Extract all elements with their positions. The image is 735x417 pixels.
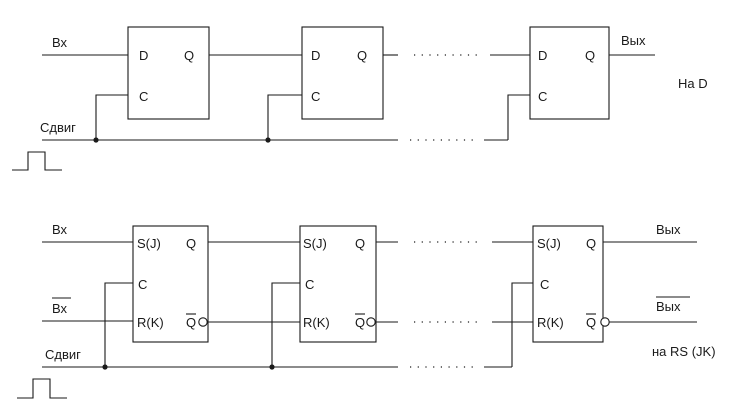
pin-s: S(J)	[137, 236, 161, 251]
clock-pulse-icon	[12, 151, 62, 171]
pin-s: S(J)	[303, 236, 327, 251]
caption: на RS (JK)	[652, 344, 716, 359]
input-inv-label: Вх	[52, 301, 68, 316]
rs-shift-register: Вх Вх S(J) C R(K) Q Q S(J) C R(K) Q Q	[17, 222, 716, 399]
pin-q-inv: Q	[355, 315, 365, 330]
pin-c: C	[538, 89, 547, 104]
pin-c: C	[138, 277, 147, 292]
inverter-bubble	[198, 317, 208, 327]
pin-c: C	[305, 277, 314, 292]
pin-s: S(J)	[537, 236, 561, 251]
junction-dot	[265, 137, 271, 143]
pin-r: R(K)	[537, 315, 564, 330]
pin-q: Q	[355, 236, 365, 251]
pin-q: Q	[586, 236, 596, 251]
inverter-bubble	[366, 317, 376, 327]
pin-c: C	[139, 89, 148, 104]
pin-q-inv: Q	[186, 315, 196, 330]
pin-q: Q	[585, 48, 595, 63]
output-inv-label: Вых	[656, 299, 681, 314]
pin-q: Q	[186, 236, 196, 251]
rs-flip-flop-1: S(J) C R(K) Q Q	[132, 225, 209, 343]
pin-r: R(K)	[137, 315, 164, 330]
inverter-bubble	[600, 317, 610, 327]
input-label: Вх	[52, 35, 68, 50]
pin-c: C	[311, 89, 320, 104]
junction-dot	[102, 364, 108, 370]
pin-r: R(K)	[303, 315, 330, 330]
input-label: Вх	[52, 222, 68, 237]
shift-label: Сдвиг	[40, 120, 76, 135]
output-label: Вых	[656, 222, 681, 237]
rs-flip-flop-n: S(J) C R(K) Q Q	[532, 225, 604, 343]
junction-dot	[269, 364, 275, 370]
pin-d: D	[538, 48, 547, 63]
pin-d: D	[139, 48, 148, 63]
output-label: Вых	[621, 33, 646, 48]
pin-q: Q	[357, 48, 367, 63]
pin-q: Q	[184, 48, 194, 63]
clock-pulse-icon	[17, 378, 67, 399]
d-flip-flop-2: D C Q	[301, 26, 384, 120]
shift-label: Сдвиг	[45, 347, 81, 362]
junction-dot	[93, 137, 99, 143]
d-shift-register: Вх D C Q D C Q D C Q Вых	[12, 26, 708, 171]
caption: На D	[678, 76, 708, 91]
pin-d: D	[311, 48, 320, 63]
d-flip-flop-n: D C Q	[529, 26, 610, 120]
pin-c: C	[540, 277, 549, 292]
d-flip-flop-1: D C Q	[127, 26, 210, 120]
rs-flip-flop-2: S(J) C R(K) Q Q	[299, 225, 377, 343]
pin-q-inv: Q	[586, 315, 596, 330]
